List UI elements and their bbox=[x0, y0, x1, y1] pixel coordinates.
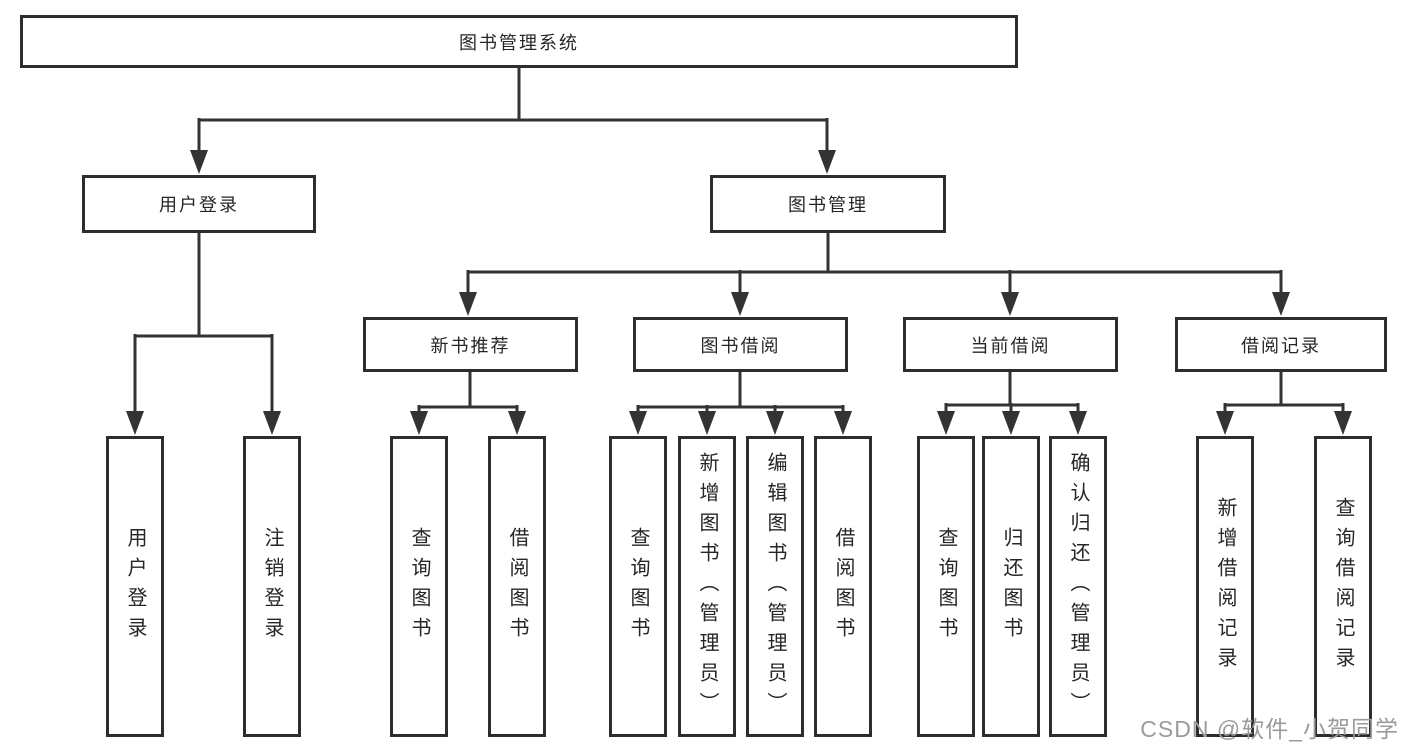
arrowhead-icon bbox=[834, 411, 852, 435]
node-current-borrowing: 当前借阅 bbox=[903, 317, 1118, 372]
leaf-user-login: 用户登录 bbox=[106, 436, 164, 737]
arrowhead-icon bbox=[937, 411, 955, 435]
arrowhead-icon bbox=[190, 150, 208, 174]
arrowhead-icon bbox=[1069, 411, 1087, 435]
node-borrowing-records: 借阅记录 bbox=[1175, 317, 1387, 372]
leaf-add-books-admin: 新增图书（管理员） bbox=[678, 436, 736, 737]
node-label: 新书推荐 bbox=[430, 335, 511, 356]
node-label: 确认归还（管理员） bbox=[1067, 451, 1089, 722]
arrowhead-icon bbox=[508, 411, 526, 435]
arrowhead-icon bbox=[698, 411, 716, 435]
node-label: 当前借阅 bbox=[970, 335, 1051, 356]
node-label: 借阅图书 bbox=[832, 526, 854, 647]
leaf-borrow-books: 借阅图书 bbox=[814, 436, 872, 737]
leaf-borrow-books-recommend: 借阅图书 bbox=[488, 436, 546, 737]
arrowhead-icon bbox=[263, 411, 281, 435]
arrowhead-icon bbox=[126, 411, 144, 435]
node-label: 注销登录 bbox=[261, 526, 283, 647]
node-user-login: 用户登录 bbox=[82, 175, 316, 233]
arrowhead-icon bbox=[818, 150, 836, 174]
node-label: 图书管理 bbox=[788, 195, 868, 215]
node-label: 借阅记录 bbox=[1241, 335, 1321, 356]
leaf-query-books-borrowing: 查询图书 bbox=[609, 436, 667, 737]
leaf-query-books-recommend: 查询图书 bbox=[390, 436, 448, 737]
node-label: 新增图书（管理员） bbox=[696, 451, 718, 722]
arrowhead-icon bbox=[731, 292, 749, 316]
arrowhead-icon bbox=[1334, 411, 1352, 435]
arrowhead-icon bbox=[1272, 292, 1290, 316]
node-label: 归还图书 bbox=[1000, 526, 1022, 647]
node-label: 图书管理系统 bbox=[459, 32, 579, 53]
node-label: 查询借阅记录 bbox=[1332, 496, 1354, 677]
csdn-watermark: CSDN @软件_小贺同学 bbox=[1140, 716, 1399, 742]
node-new-book-recommend: 新书推荐 bbox=[363, 317, 578, 372]
node-label: 查询图书 bbox=[627, 526, 649, 647]
node-label: 编辑图书（管理员） bbox=[764, 451, 786, 722]
leaf-query-borrow-record: 查询借阅记录 bbox=[1314, 436, 1372, 737]
leaf-edit-books-admin: 编辑图书（管理员） bbox=[746, 436, 804, 737]
node-label: 用户登录 bbox=[159, 195, 239, 215]
node-label: 借阅图书 bbox=[506, 526, 528, 647]
node-label: 查询图书 bbox=[935, 526, 957, 647]
node-label: 图书借阅 bbox=[700, 335, 781, 356]
leaf-add-borrow-record: 新增借阅记录 bbox=[1196, 436, 1254, 737]
node-book-borrowing: 图书借阅 bbox=[633, 317, 848, 372]
arrowhead-icon bbox=[1001, 292, 1019, 316]
arrowhead-icon bbox=[459, 292, 477, 316]
node-book-management: 图书管理 bbox=[710, 175, 946, 233]
node-label: 用户登录 bbox=[124, 526, 146, 647]
node-label: 新增借阅记录 bbox=[1214, 496, 1236, 677]
leaf-query-books-current: 查询图书 bbox=[917, 436, 975, 737]
arrowhead-icon bbox=[629, 411, 647, 435]
leaf-confirm-return-admin: 确认归还（管理员） bbox=[1049, 436, 1107, 737]
leaf-return-books: 归还图书 bbox=[982, 436, 1040, 737]
node-label: 查询图书 bbox=[408, 526, 430, 647]
arrowhead-icon bbox=[410, 411, 428, 435]
node-library-management-system: 图书管理系统 bbox=[20, 15, 1018, 68]
leaf-logout: 注销登录 bbox=[243, 436, 301, 737]
arrowhead-icon bbox=[1002, 411, 1020, 435]
arrowhead-icon bbox=[1216, 411, 1234, 435]
arrowhead-icon bbox=[766, 411, 784, 435]
